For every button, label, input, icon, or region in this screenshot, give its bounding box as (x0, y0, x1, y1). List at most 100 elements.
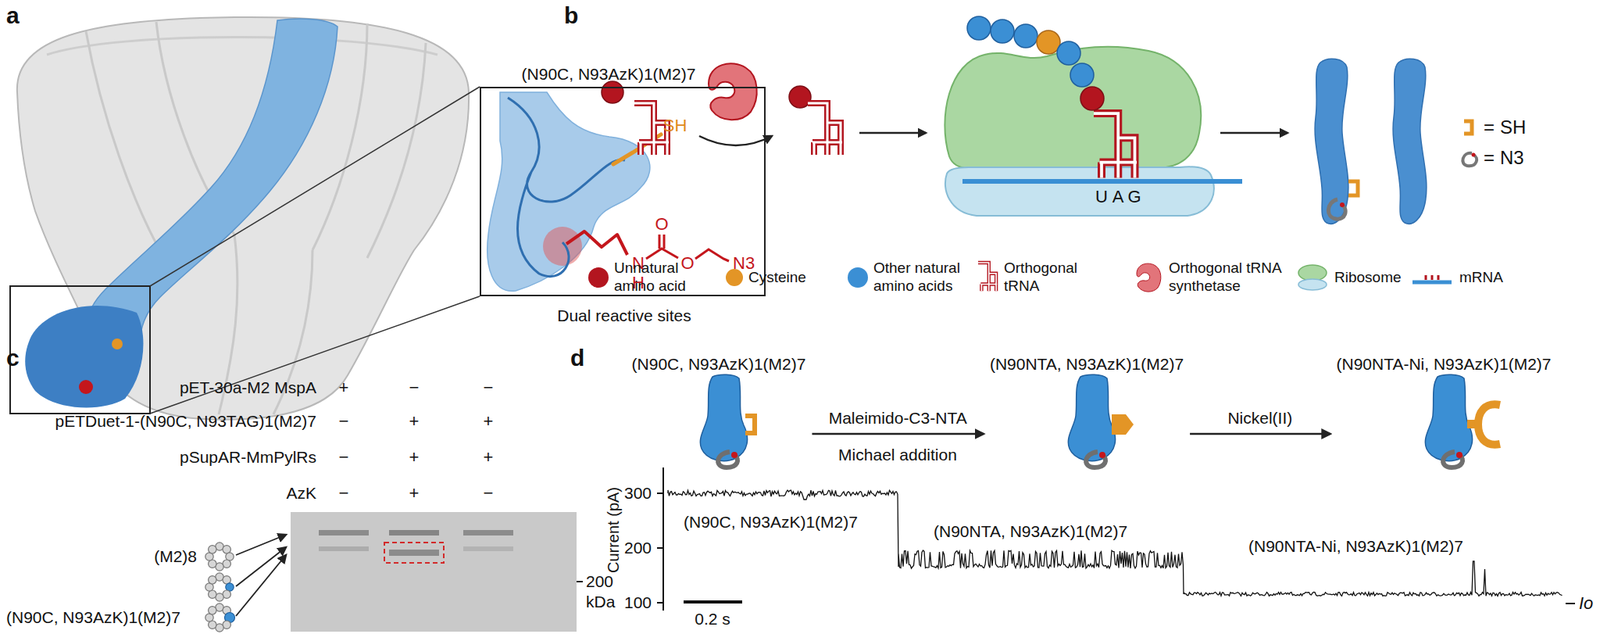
current-trace (662, 467, 665, 611)
translation-scheme (1080, 86, 1104, 111)
panel-letter: c (6, 343, 20, 372)
pore-tip-icon (700, 374, 1500, 468)
chem-atom: O (680, 253, 694, 274)
legend-text: Unnatural amino acid (614, 259, 694, 296)
reaction-state: (N90NTA, N93AzK)1(M2)7 (986, 353, 1187, 472)
translation-scheme (1471, 153, 1476, 158)
translation-scheme (1036, 30, 1061, 54)
plasmid-label: AzK (285, 482, 317, 503)
state-heading: (N90NTA, N93AzK)1(M2)7 (989, 353, 1184, 375)
axis-title: Current (pA) (603, 486, 623, 573)
translation-scheme (1348, 181, 1358, 196)
pore-tip (1425, 374, 1472, 461)
chem-atom: SH (663, 115, 688, 136)
inset-structure (663, 234, 666, 249)
species-label: (M2)8 (153, 546, 197, 566)
translation-scheme (1014, 24, 1038, 48)
translation-scheme (807, 103, 843, 155)
highlighted-monomer (25, 305, 143, 408)
trace-label: (N90NTA-Ni, N93AzK)1(M2)7 (1248, 535, 1464, 556)
gel-image (290, 511, 583, 632)
translation-scheme (962, 178, 1243, 184)
azide-hook (1456, 451, 1463, 458)
tick-label: 300 (624, 482, 652, 503)
species-label: (N90C, N93AzK)1(M2)7 (6, 607, 181, 627)
legend-text: Orthogonal tRNA (1003, 259, 1090, 296)
translation-scheme (708, 63, 758, 120)
pore-surface (46, 37, 438, 56)
current-trace (683, 600, 743, 604)
reaction-arrow (811, 432, 983, 436)
group-label: N3 (1500, 146, 1525, 170)
translation-scheme (1462, 153, 1477, 166)
legend-text: Cysteine (748, 268, 807, 287)
subunit-dot (208, 545, 217, 554)
gel-image (318, 546, 369, 551)
band-arrows (235, 554, 286, 616)
highlighted-monomer (111, 338, 123, 350)
translation-scheme (789, 85, 811, 108)
table-sign: + (339, 377, 350, 398)
legend-text: Orthogonal tRNA synthetase (1168, 259, 1296, 296)
translation-scheme (990, 19, 1015, 43)
translation-scheme (859, 132, 926, 135)
pore-tip (700, 374, 747, 461)
group-label: SH (1500, 116, 1526, 140)
legend-icons (1298, 264, 1327, 281)
panel-letter: a (6, 1, 20, 30)
azide-hook (1085, 451, 1106, 468)
oligomer-icon (205, 542, 236, 632)
inset-structure (487, 92, 729, 291)
azide-hook (1442, 451, 1463, 468)
equals-sign: = (1483, 116, 1495, 140)
legend-text: Ribosome (1334, 268, 1402, 287)
marker-size: 200 kDa (585, 571, 622, 613)
table-sign: − (409, 377, 420, 398)
trace-label: (N90NTA, N93AzK)1(M2)7 (933, 521, 1128, 541)
translation-scheme (1220, 132, 1288, 135)
legend-text: mRNA (1459, 268, 1504, 287)
translation-scheme (1070, 63, 1094, 87)
table-sign: + (483, 410, 494, 432)
legend-icons (978, 262, 997, 291)
gel-image (318, 529, 369, 536)
translation-scheme (1464, 121, 1472, 134)
pore-surface (17, 17, 469, 420)
azide-hook (717, 451, 738, 468)
legend-icons (1136, 263, 1161, 292)
subunit-dot (208, 575, 217, 584)
scale-label: 0.2 s (694, 608, 731, 629)
current-trace (667, 489, 1563, 596)
gel-image (384, 542, 444, 563)
codon-letter: G (1127, 186, 1141, 208)
inset-structure (566, 231, 628, 255)
translation-scheme (1093, 113, 1137, 179)
legend-swatch (847, 267, 868, 288)
codon-letter: A (1112, 186, 1125, 208)
tick-label: 200 (624, 537, 652, 558)
translation-scheme (601, 81, 624, 104)
inset-structure (646, 248, 679, 259)
trace-label: (N90C, N93AzK)1(M2)7 (683, 511, 858, 532)
table-sign: + (483, 446, 494, 468)
gel-image (463, 529, 514, 536)
highlighted-monomer (78, 379, 93, 394)
nta-ni-mark (1478, 403, 1500, 444)
translation-scheme (1392, 58, 1427, 224)
table-sign: − (483, 377, 494, 398)
state-heading: (N90C, N93AzK)1(M2)7 (632, 353, 807, 375)
legend-swatch (725, 268, 743, 286)
pore-surface (17, 17, 469, 420)
panel-letter: d (570, 343, 585, 372)
zoom-frame (150, 296, 480, 414)
translation-scheme (945, 166, 1215, 216)
highlighted-monomer (25, 18, 338, 408)
state-heading: (N90NTA-Ni, N93AzK)1(M2)7 (1336, 353, 1552, 375)
translation-scheme (967, 16, 991, 40)
band-arrows (235, 534, 286, 616)
translation-scheme (601, 16, 1477, 224)
current-trace (657, 492, 664, 603)
translation-scheme (699, 135, 772, 146)
icon-space (1336, 374, 1552, 472)
equals-sign: = (1483, 146, 1495, 170)
